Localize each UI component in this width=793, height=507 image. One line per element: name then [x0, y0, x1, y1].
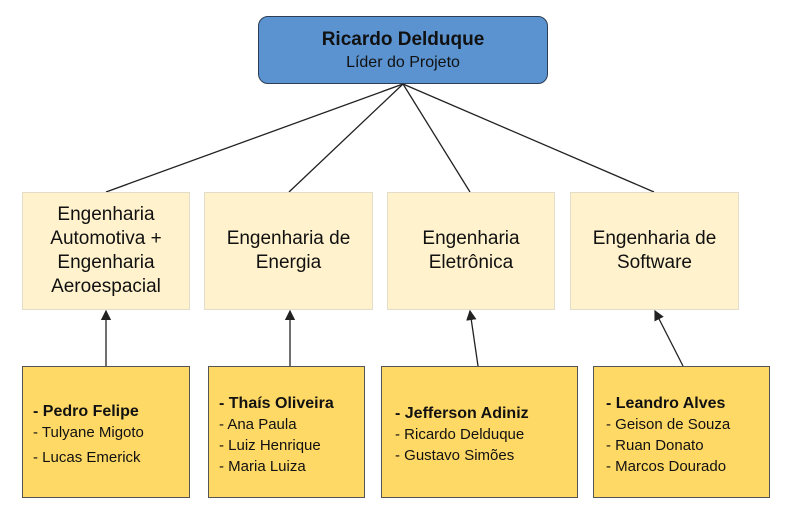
dept-label: Engenharia de Software	[592, 228, 717, 273]
leader-to-dept-2-line	[288, 83, 404, 193]
team-box-energy: - Thaís Oliveira - Ana Paula - Luiz Henr…	[208, 366, 365, 498]
team-member: - Maria Luiza	[219, 458, 306, 475]
team-member: - Ruan Donato	[606, 437, 704, 454]
team-box-electronics: - Jefferson Adiniz - Ricardo Delduque - …	[381, 366, 578, 498]
team-member: - Geison de Souza	[606, 416, 731, 433]
leader-role: Líder do Projeto	[346, 54, 460, 71]
dept-label: Engenharia Eletrônica	[422, 228, 520, 273]
team-lead: - Leandro Alves	[606, 395, 726, 412]
dept-label: Engenharia Automotiva + Engenharia Aeroe…	[50, 204, 162, 297]
dept-software: Engenharia de Software	[570, 192, 739, 310]
project-leader-box: Ricardo Delduque Líder do Projeto	[258, 16, 548, 84]
team-lead: - Jefferson Adiniz	[395, 405, 529, 422]
dept-label: Engenharia de Energia	[226, 228, 351, 273]
dept-electronics: Engenharia Eletrônica	[387, 192, 555, 310]
team-member: - Tulyane Migoto	[33, 424, 144, 441]
team-member: - Luiz Henrique	[219, 437, 321, 454]
leader-to-dept-4-line	[402, 83, 655, 193]
team-member: - Marcos Dourado	[606, 458, 727, 475]
team-member: - Ana Paula	[219, 416, 297, 433]
team-member: - Ricardo Delduque	[395, 426, 525, 443]
team-member: - Lucas Emerick	[33, 449, 141, 466]
team-box-software: - Leandro Alves - Geison de Souza - Ruan…	[593, 366, 770, 498]
leader-to-dept-1-line	[105, 83, 404, 193]
team-lead: - Thaís Oliveira	[219, 395, 334, 412]
team-3-arrow	[466, 309, 479, 367]
dept-automotive-aerospace: Engenharia Automotiva + Engenharia Aeroe…	[22, 192, 190, 310]
dept-energy: Engenharia de Energia	[204, 192, 373, 310]
leader-name: Ricardo Delduque	[321, 29, 485, 50]
team-lead: - Pedro Felipe	[33, 403, 139, 420]
leader-to-dept-3-line	[402, 83, 471, 193]
team-member: - Gustavo Simões	[395, 447, 515, 464]
team-4-arrow	[654, 309, 684, 367]
team-box-automotive: - Pedro Felipe - Tulyane Migoto - Lucas …	[22, 366, 190, 498]
